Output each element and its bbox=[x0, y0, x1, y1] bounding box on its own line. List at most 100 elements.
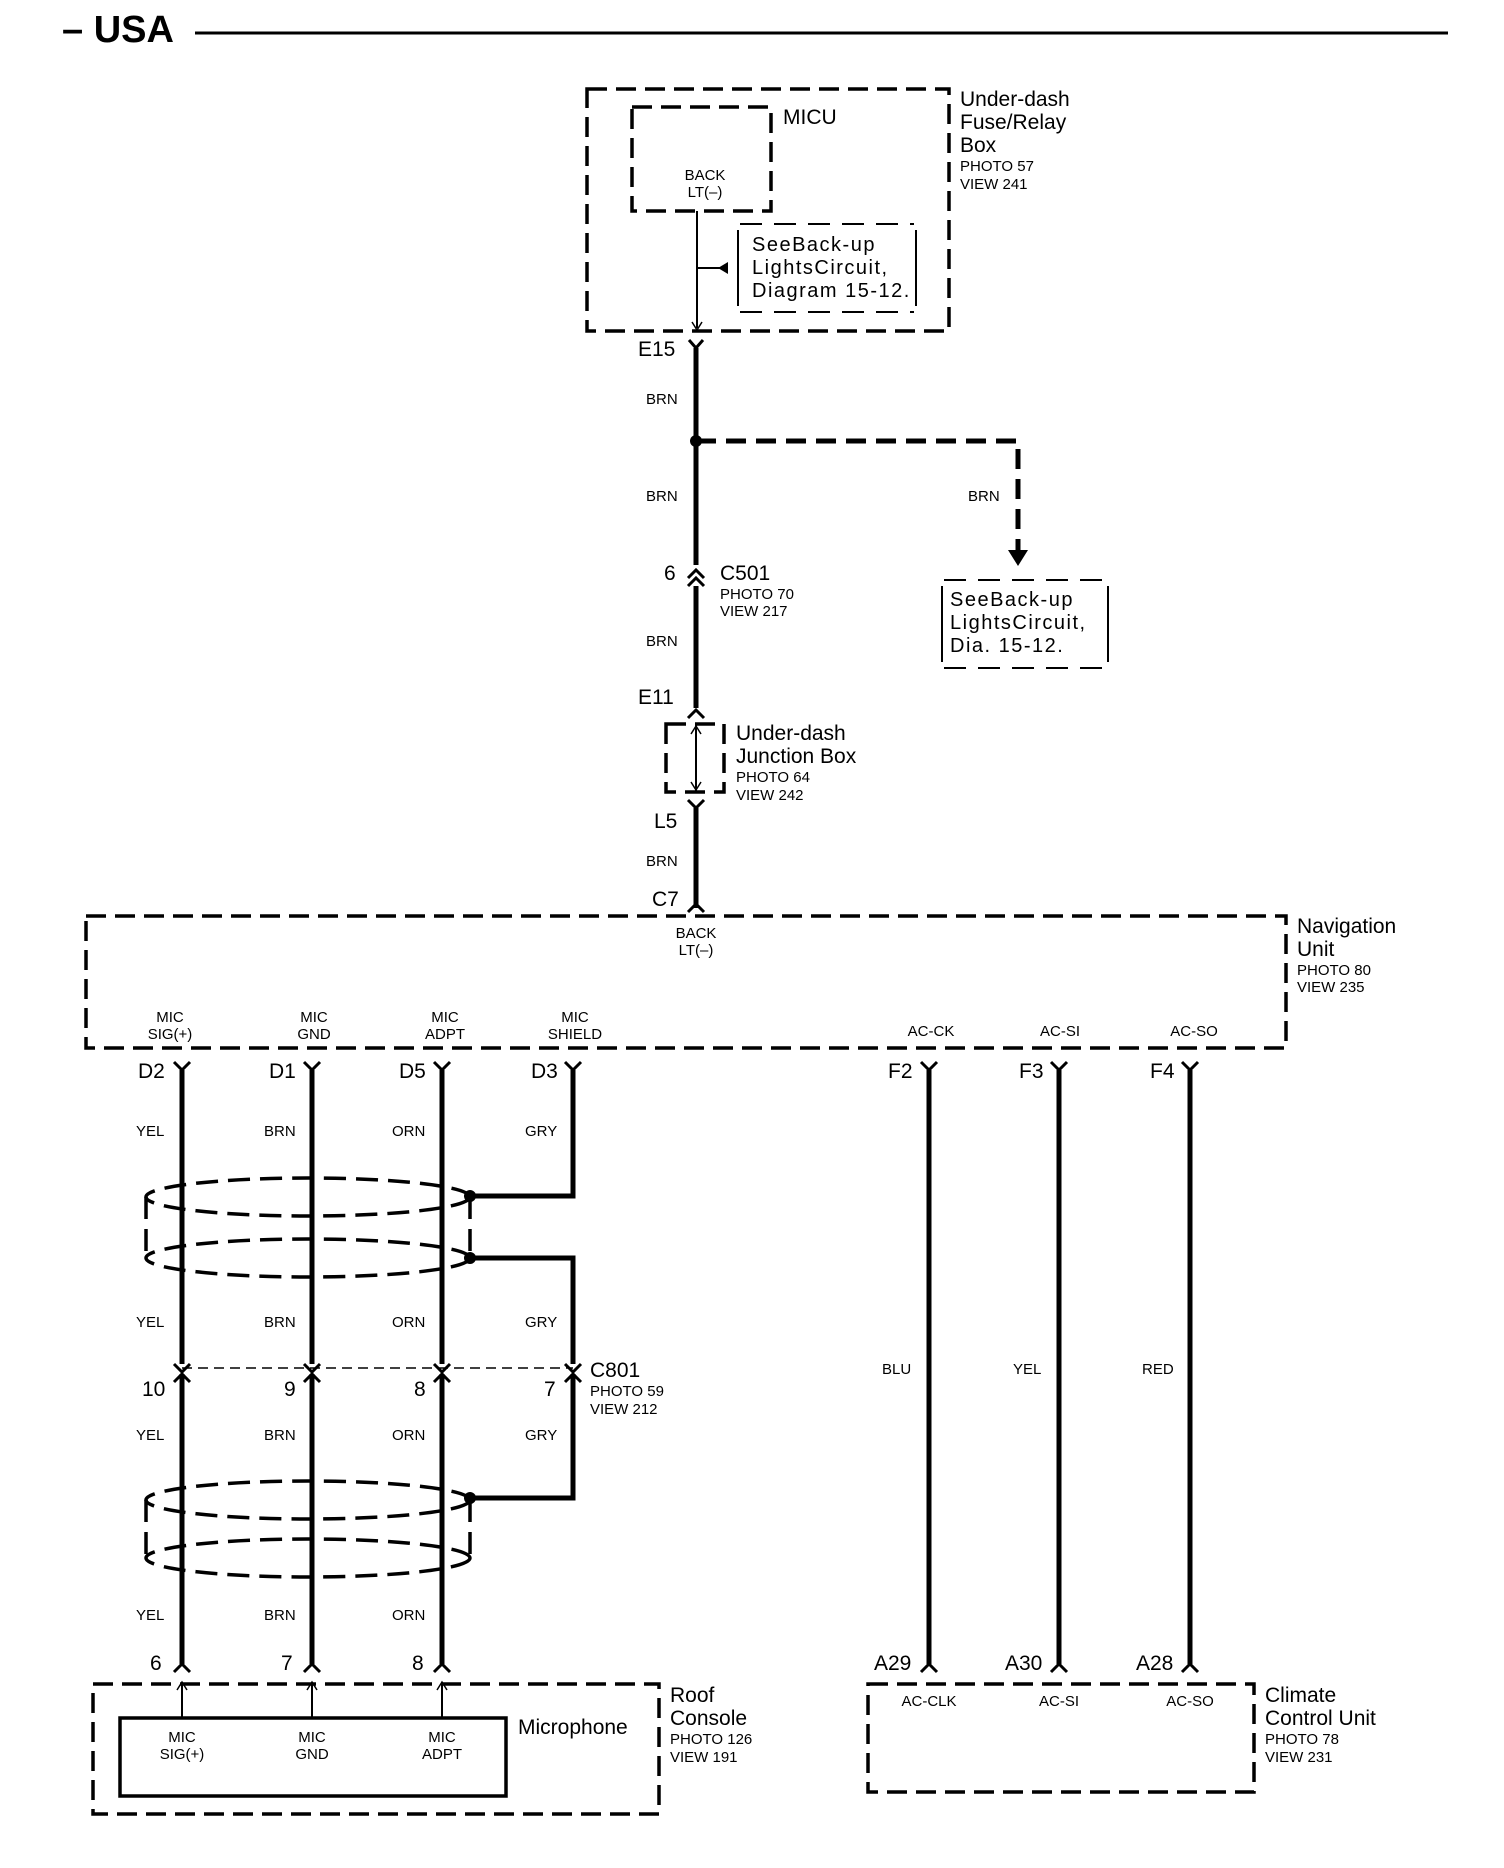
note-top-line2: LightsCircuit, bbox=[752, 257, 889, 279]
mic-lower-gry: GRY bbox=[525, 1427, 557, 1444]
nav-pin-d2: D2 bbox=[138, 1060, 165, 1083]
c501-view: VIEW 217 bbox=[720, 603, 788, 620]
mic-upper-brn: BRN bbox=[264, 1123, 296, 1140]
navigation-unit: Navigation Unit PHOTO 80 VIEW 235 BACK L… bbox=[84, 914, 1396, 1083]
ac-wire-yel-label: YEL bbox=[1013, 1361, 1041, 1378]
navigation-unit-outline bbox=[84, 914, 1288, 1050]
micu-label: MICU bbox=[783, 106, 837, 129]
wire-color-brn-2: BRN bbox=[646, 488, 678, 505]
shield-upper-top bbox=[144, 1176, 472, 1218]
nav-pin-f4: F4 bbox=[1150, 1060, 1175, 1083]
ac-wire-red-label: RED bbox=[1142, 1361, 1174, 1378]
mic-term-2-line2: ADPT bbox=[422, 1746, 462, 1763]
junction-box-title-2: Junction Box bbox=[736, 745, 857, 768]
c801-view: VIEW 212 bbox=[590, 1401, 658, 1418]
mic-wire-gry-middle bbox=[470, 1255, 576, 1364]
note-right-line3: Dia. 15-12. bbox=[950, 635, 1064, 657]
nav-pin-f3: F3 bbox=[1019, 1060, 1044, 1083]
fuse-relay-box-outline bbox=[585, 87, 951, 333]
nav-title-2: Unit bbox=[1297, 938, 1335, 961]
roof-pin-6: 6 bbox=[150, 1652, 162, 1675]
pin-e11: E11 bbox=[638, 686, 674, 709]
climate-control-unit: AC-CLK AC-SI AC-SO Climate Control Unit … bbox=[866, 1682, 1376, 1794]
fuse-box-title-1: Under-dash bbox=[960, 88, 1070, 111]
nav-photo: PHOTO 80 bbox=[1297, 962, 1371, 979]
nav-term-1-line2: GND bbox=[297, 1026, 331, 1043]
c501-connector-bottom bbox=[686, 575, 706, 588]
climate-photo: PHOTO 78 bbox=[1265, 1731, 1339, 1748]
mic-middle-gry: GRY bbox=[525, 1314, 557, 1331]
note-right-line2: LightsCircuit, bbox=[950, 612, 1087, 634]
micu-outline bbox=[630, 105, 773, 213]
c801-name: C801 bbox=[590, 1359, 640, 1382]
nav-pin-d3: D3 bbox=[531, 1060, 558, 1083]
junction-box-photo: PHOTO 64 bbox=[736, 769, 810, 786]
roof-console-title-1: Roof bbox=[670, 1684, 715, 1707]
mic-bottom-yel: YEL bbox=[136, 1607, 164, 1624]
fuse-relay-box: MICU BACK LT(–) Under-dash Fuse/Relay Bo… bbox=[585, 87, 1070, 333]
fuse-box-view: VIEW 241 bbox=[960, 176, 1028, 193]
ac-wire-blu-label: BLU bbox=[882, 1361, 911, 1378]
c801-pin-9: 9 bbox=[284, 1378, 296, 1401]
c801-pin-8: 8 bbox=[414, 1378, 426, 1401]
fuse-box-title-3: Box bbox=[960, 134, 997, 157]
nav-pin-d5: D5 bbox=[399, 1060, 426, 1083]
micu-pin-label-2: LT(–) bbox=[688, 184, 723, 201]
l5-connector bbox=[686, 798, 706, 811]
microphone-label: Microphone bbox=[518, 1716, 628, 1739]
mic-middle-yel: YEL bbox=[136, 1314, 164, 1331]
nav-term-3-line2: SHIELD bbox=[548, 1026, 602, 1043]
climate-term-ac-clk: AC-CLK bbox=[901, 1693, 956, 1710]
mic-lower-brn: BRN bbox=[264, 1427, 296, 1444]
mic-bottom-brn: BRN bbox=[264, 1607, 296, 1624]
mic-lower-orn: ORN bbox=[392, 1427, 425, 1444]
roof-console: MIC SIG(+) MIC GND MIC ADPT Microphone R… bbox=[91, 1680, 752, 1816]
mic-term-0-line2: SIG(+) bbox=[160, 1746, 205, 1763]
wire-color-brn-branch: BRN bbox=[968, 488, 1000, 505]
mic-term-1-line1: MIC bbox=[298, 1729, 326, 1746]
mic-upper-orn: ORN bbox=[392, 1123, 425, 1140]
nav-back-label-1: BACK bbox=[676, 925, 717, 942]
nav-term-4-line2: AC-CK bbox=[908, 1023, 955, 1040]
nav-pin-d1: D1 bbox=[269, 1060, 296, 1083]
mic-term-1-line2: GND bbox=[295, 1746, 329, 1763]
note-top: SeeBack-up LightsCircuit, Diagram 15-12. bbox=[737, 223, 917, 313]
c801-pin-10: 10 bbox=[142, 1378, 165, 1401]
c801-pin-7: 7 bbox=[544, 1378, 556, 1401]
climate-term-ac-so: AC-SO bbox=[1166, 1693, 1214, 1710]
mic-term-2-line1: MIC bbox=[428, 1729, 456, 1746]
c7-connector bbox=[686, 901, 706, 914]
c801-photo: PHOTO 59 bbox=[590, 1383, 664, 1400]
e15-connector bbox=[687, 339, 705, 351]
mic-upper-yel: YEL bbox=[136, 1123, 164, 1140]
note-right: SeeBack-up LightsCircuit, Dia. 15-12. bbox=[941, 579, 1109, 669]
nav-title-1: Navigation bbox=[1297, 915, 1396, 938]
roof-pin-7: 7 bbox=[281, 1652, 293, 1675]
mic-middle-orn: ORN bbox=[392, 1314, 425, 1331]
c501-photo: PHOTO 70 bbox=[720, 586, 794, 603]
mic-term-0-line1: MIC bbox=[168, 1729, 196, 1746]
junction-box-view: VIEW 242 bbox=[736, 787, 804, 804]
roof-console-view: VIEW 191 bbox=[670, 1749, 738, 1766]
mic-lower-yel: YEL bbox=[136, 1427, 164, 1444]
nav-term-0-line1: MIC bbox=[156, 1009, 184, 1026]
nav-term-3-line1: MIC bbox=[561, 1009, 589, 1026]
page-title: – USA bbox=[62, 9, 174, 51]
ac-wires: BLU YEL RED A29 A30 A28 bbox=[874, 1060, 1200, 1675]
climate-pin-a29: A29 bbox=[874, 1652, 911, 1675]
micu-pin-label: BACK bbox=[685, 167, 726, 184]
note-right-line1: SeeBack-up bbox=[950, 589, 1074, 611]
branch-arrow bbox=[1008, 550, 1028, 566]
note-top-line1: SeeBack-up bbox=[752, 234, 876, 256]
climate-title-1: Climate bbox=[1265, 1684, 1336, 1707]
climate-view: VIEW 231 bbox=[1265, 1749, 1333, 1766]
mic-wire-gry-upper bbox=[470, 1070, 576, 1199]
fuse-box-title-2: Fuse/Relay bbox=[960, 111, 1067, 134]
nav-term-2-line2: ADPT bbox=[425, 1026, 465, 1043]
note-top-line3: Diagram 15-12. bbox=[752, 280, 911, 302]
mic-wires: YEL BRN ORN GRY YEL BRN ORN GRY 10 9 8 7… bbox=[136, 1060, 664, 1675]
mic-middle-brn: BRN bbox=[264, 1314, 296, 1331]
climate-control-outline bbox=[866, 1682, 1256, 1794]
roof-console-photo: PHOTO 126 bbox=[670, 1731, 752, 1748]
c501-name: C501 bbox=[720, 562, 770, 585]
